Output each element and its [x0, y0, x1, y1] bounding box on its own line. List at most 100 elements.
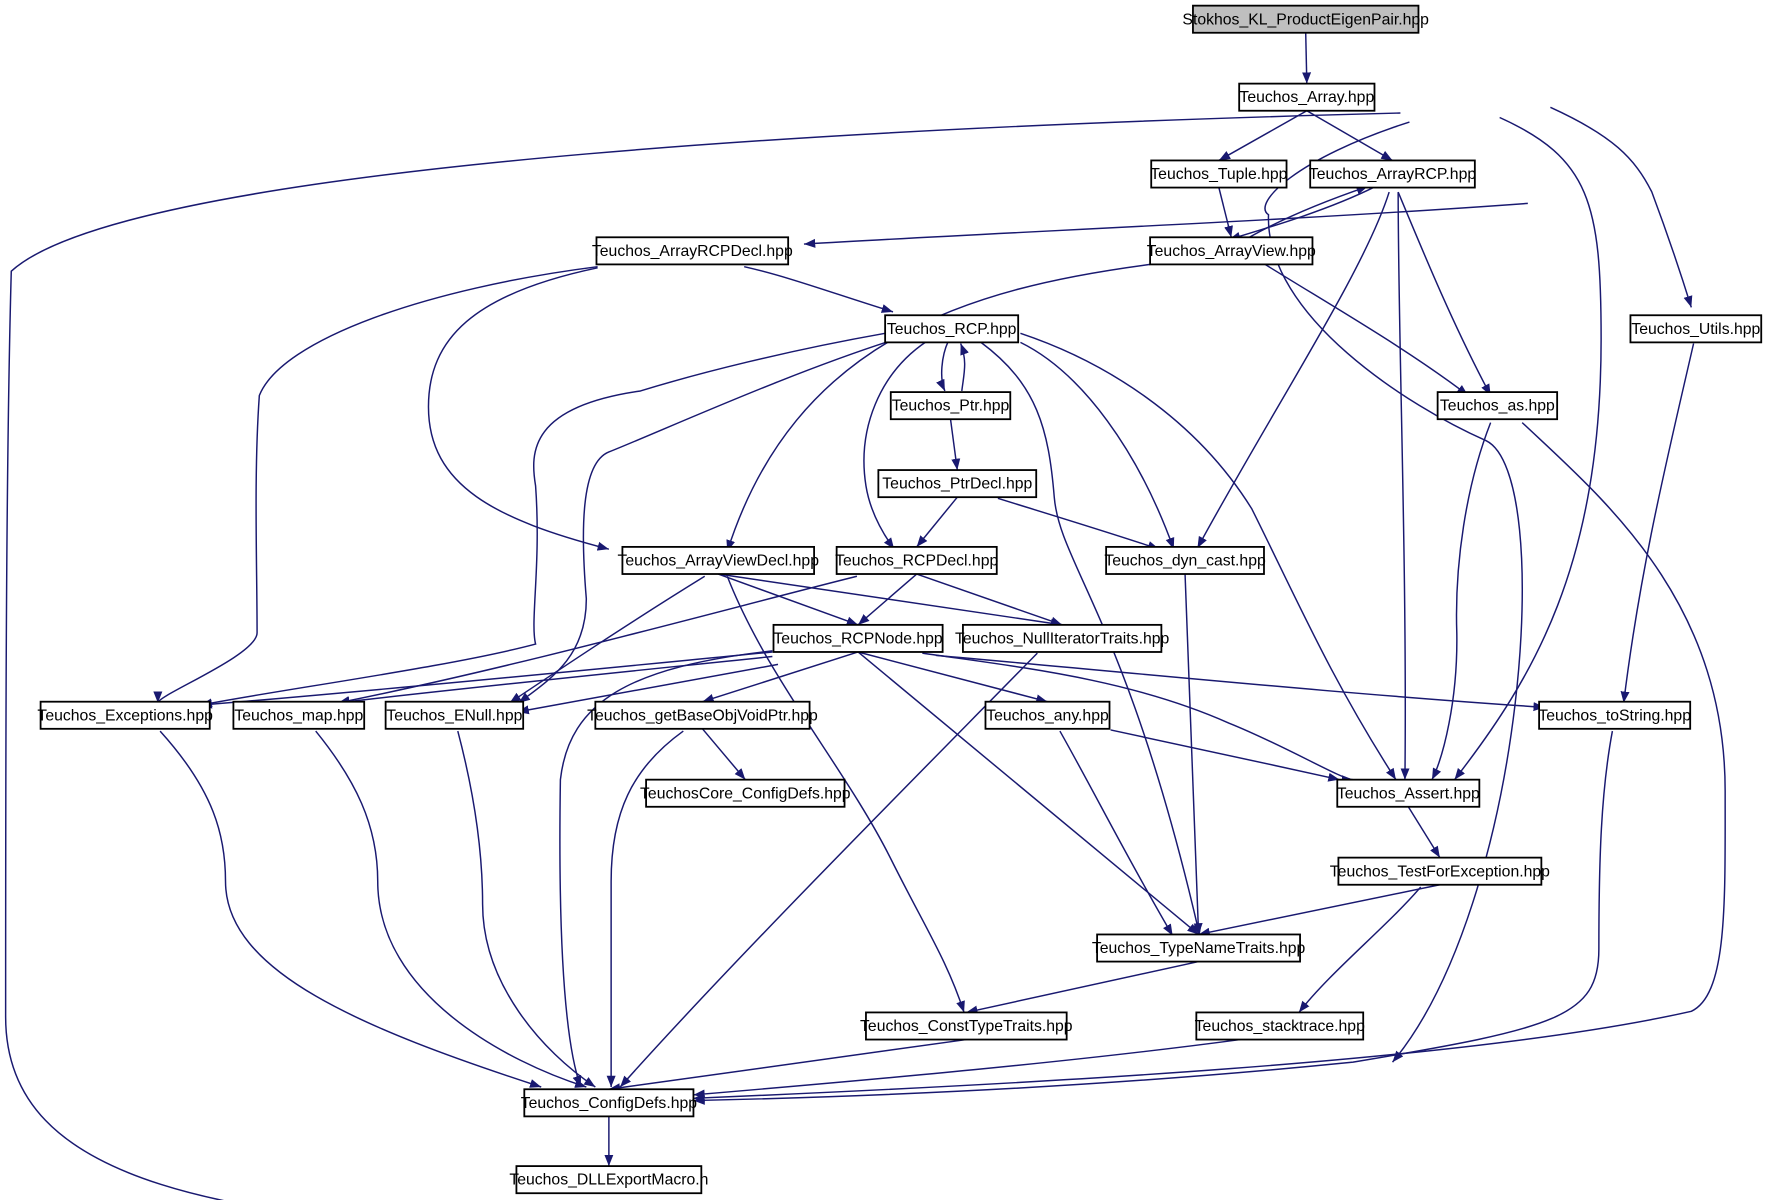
node-label-arrayrcp: Teuchos_ArrayRCP.hpp — [1309, 166, 1476, 183]
edge-as-to-configdefs — [693, 422, 1726, 1103]
edge-arrayviewdecl-to-rcpnode — [717, 573, 859, 626]
node-box-arrayrcpdecl — [595, 236, 790, 266]
edge-rcp-to-ptr — [936, 340, 949, 392]
node-rcpnode[interactable]: Teuchos_RCPNode.hpp — [772, 623, 944, 653]
node-any[interactable]: Teuchos_any.hpp — [984, 700, 1111, 730]
node-stacktrace[interactable]: Teuchos_stacktrace.hpp — [1195, 1011, 1365, 1041]
node-assert[interactable]: Teuchos_Assert.hpp — [1336, 778, 1481, 808]
edge-rcpnode-to-getbase — [702, 651, 859, 703]
node-arrayviewdecl[interactable]: Teuchos_ArrayViewDecl.hpp — [618, 545, 820, 575]
node-rcp[interactable]: Teuchos_RCP.hpp — [884, 314, 1020, 344]
node-box-rcpnode — [772, 623, 944, 653]
node-exceptions[interactable]: Teuchos_Exceptions.hpp — [37, 700, 213, 730]
node-label-rcpnode: Teuchos_RCPNode.hpp — [773, 630, 943, 647]
edge-any-to-assert — [1110, 729, 1340, 782]
node-as[interactable]: Teuchos_as.hpp — [1436, 391, 1559, 421]
node-dyncast[interactable]: Teuchos_dyn_cast.hpp — [1104, 545, 1266, 575]
node-tuple[interactable]: Teuchos_Tuple.hpp — [1150, 159, 1288, 189]
node-utils[interactable]: Teuchos_Utils.hpp — [1629, 314, 1763, 344]
edge-rcpdecl-to-nulliter — [916, 573, 1063, 626]
node-map[interactable]: Teuchos_map.hpp — [232, 700, 366, 730]
node-coreconfig[interactable]: TeuchosCore_ConfigDefs.hpp — [640, 778, 851, 808]
edge-arrayrcp-to-dyncast — [1196, 191, 1390, 549]
node-rcpdecl[interactable]: Teuchos_RCPDecl.hpp — [835, 545, 998, 575]
node-label-array: Teuchos_Array.hpp — [1239, 89, 1374, 106]
edge-rcpdecl-to-rcpnode — [857, 573, 918, 626]
node-label-rcpdecl: Teuchos_RCPDecl.hpp — [835, 553, 998, 570]
node-arrayrcp[interactable]: Teuchos_ArrayRCP.hpp — [1309, 159, 1476, 189]
node-box-as — [1436, 391, 1559, 421]
node-root[interactable]: Stokhos_KL_ProductEigenPair.hpp — [1182, 4, 1429, 34]
edge-rcpnode-to-any — [857, 651, 1048, 704]
edge-arrayview-to-arrayrcp — [1248, 185, 1368, 238]
node-box-arrayview — [1149, 236, 1314, 266]
node-box-any — [984, 700, 1111, 730]
edge-array-to-utils — [1550, 106, 1693, 308]
edge-consttype-to-configdefs — [608, 1038, 967, 1093]
node-ptr[interactable]: Teuchos_Ptr.hpp — [889, 391, 1012, 421]
node-arrayview[interactable]: Teuchos_ArrayView.hpp — [1147, 236, 1316, 266]
edge-array-to-assert — [1453, 116, 1602, 781]
node-tostring[interactable]: Teuchos_toString.hpp — [1538, 700, 1692, 730]
node-dllexport[interactable]: Teuchos_DLLExportMacro.h — [509, 1165, 708, 1195]
node-label-ptr: Teuchos_Ptr.hpp — [892, 398, 1010, 415]
node-array[interactable]: Teuchos_Array.hpp — [1238, 82, 1376, 112]
node-label-nulliter: Teuchos_NullIteratorTraits.hpp — [955, 630, 1170, 647]
edge-arrayrcpdecl-to-arrayviewdecl — [427, 267, 610, 551]
node-ptrdecl[interactable]: Teuchos_PtrDecl.hpp — [877, 469, 1038, 499]
node-label-ptrdecl: Teuchos_PtrDecl.hpp — [882, 476, 1032, 493]
node-box-nulliter — [962, 623, 1163, 653]
node-nulliter[interactable]: Teuchos_NullIteratorTraits.hpp — [955, 623, 1170, 653]
edge-as-to-assert — [1431, 422, 1492, 780]
node-box-arrayviewdecl — [621, 545, 815, 575]
node-label-enull: Teuchos_ENull.hpp — [386, 707, 522, 724]
edge-exceptions-to-configdefs — [159, 730, 542, 1088]
node-label-root: Stokhos_KL_ProductEigenPair.hpp — [1182, 11, 1429, 28]
edge-rcpnode-to-tostring — [935, 654, 1545, 712]
node-label-arrayview: Teuchos_ArrayView.hpp — [1147, 243, 1316, 260]
node-label-arrayrcpdecl: Teuchos_ArrayRCPDecl.hpp — [592, 243, 793, 260]
node-box-assert — [1336, 778, 1481, 808]
node-label-arrayviewdecl: Teuchos_ArrayViewDecl.hpp — [618, 553, 820, 570]
edge-array-to-arrayrcp — [1306, 110, 1393, 162]
node-label-exceptions: Teuchos_Exceptions.hpp — [37, 707, 213, 724]
node-box-ptrdecl — [877, 469, 1038, 499]
node-box-rcp — [884, 314, 1020, 344]
node-getbase[interactable]: Teuchos_getBaseObjVoidPtr.hpp — [587, 700, 818, 730]
edge-array-to-configdefs — [4, 112, 1401, 1200]
node-box-array — [1238, 82, 1376, 112]
dependency-edges — [4, 32, 1726, 1200]
node-box-utils — [1629, 314, 1763, 344]
edge-dyncast-to-typename — [1184, 573, 1203, 935]
node-label-consttype: Teuchos_ConstTypeTraits.hpp — [860, 1018, 1073, 1035]
node-box-map — [232, 700, 366, 730]
node-typename[interactable]: Teuchos_TypeNameTraits.hpp — [1092, 933, 1306, 963]
node-arrayrcpdecl[interactable]: Teuchos_ArrayRCPDecl.hpp — [592, 236, 793, 266]
node-enull[interactable]: Teuchos_ENull.hpp — [384, 700, 525, 730]
node-box-exceptions — [39, 700, 211, 730]
node-label-rcp: Teuchos_RCP.hpp — [887, 321, 1017, 338]
node-label-tostring: Teuchos_toString.hpp — [1538, 707, 1691, 724]
node-label-coreconfig: TeuchosCore_ConfigDefs.hpp — [640, 785, 851, 802]
node-label-utils: Teuchos_Utils.hpp — [1631, 321, 1760, 338]
edge-rcp-to-rcpdecl — [863, 340, 928, 550]
node-label-dllexport: Teuchos_DLLExportMacro.h — [509, 1172, 708, 1189]
node-box-dyncast — [1105, 545, 1265, 575]
node-label-any: Teuchos_any.hpp — [986, 707, 1109, 724]
node-configdefs[interactable]: Teuchos_ConfigDefs.hpp — [521, 1088, 698, 1118]
node-box-configdefs — [523, 1088, 695, 1118]
edge-arrayviewdecl-to-enull — [509, 575, 706, 704]
edge-rcp-to-assert — [1020, 332, 1397, 781]
node-testfor[interactable]: Teuchos_TestForException.hpp — [1330, 856, 1550, 886]
file-nodes: Stokhos_KL_ProductEigenPair.hppTeuchos_A… — [37, 4, 1763, 1195]
node-box-tostring — [1538, 700, 1692, 730]
node-box-getbase — [594, 700, 811, 730]
edge-utils-to-tostring — [1620, 343, 1695, 703]
edge-enull-to-configdefs — [457, 730, 596, 1088]
edge-ptrdecl-to-rcpdecl — [916, 496, 958, 548]
edge-rcpnode-to-configdefs — [559, 650, 773, 1088]
node-consttype[interactable]: Teuchos_ConstTypeTraits.hpp — [860, 1011, 1073, 1041]
edge-map-to-configdefs — [315, 730, 587, 1088]
edge-ptrdecl-to-dyncast — [997, 497, 1160, 550]
